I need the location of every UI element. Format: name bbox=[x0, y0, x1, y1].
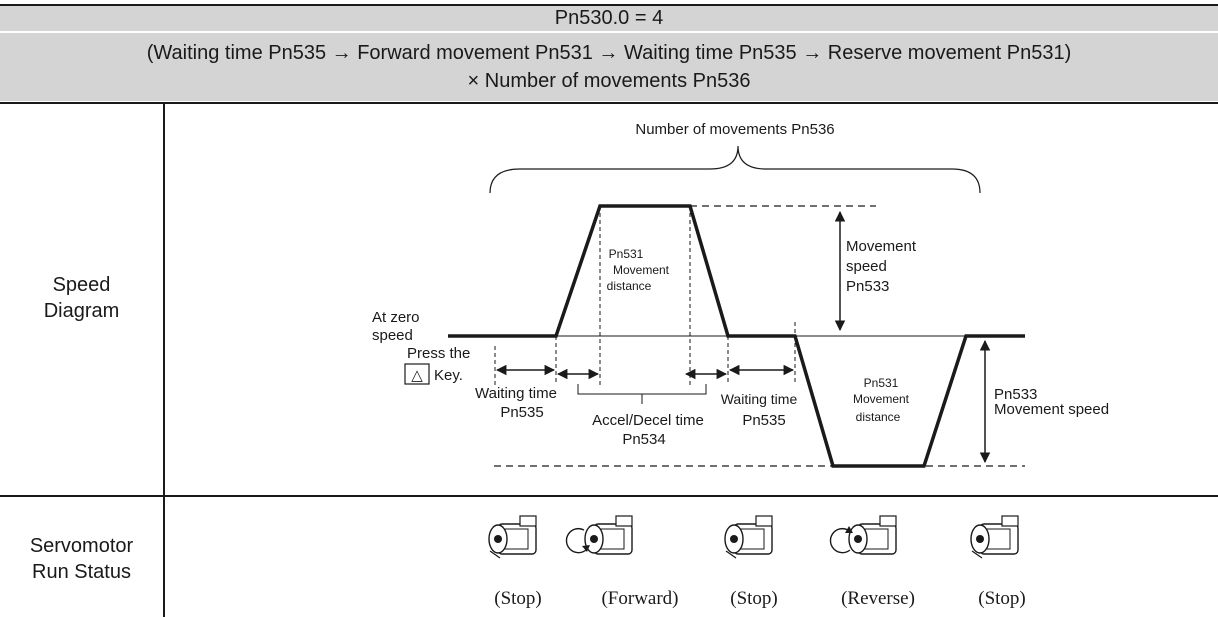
fwd-distance-line-1: Pn531 bbox=[609, 247, 644, 261]
accel-line-2: Pn534 bbox=[622, 431, 665, 448]
speed-diagram-label: Speed Diagram bbox=[43, 274, 120, 322]
status-label-reverse: (Reverse) bbox=[841, 588, 915, 609]
table-title: Pn530.0 = 4 bbox=[0, 6, 1218, 31]
status-label-forward: (Forward) bbox=[601, 588, 678, 609]
sequence-description: (Waiting time Pn535 → Forward movement P… bbox=[0, 33, 1218, 101]
up-key-symbol: △ bbox=[411, 367, 423, 384]
wait1-line-1: Waiting time bbox=[475, 385, 557, 402]
accel-line-1: Accel/Decel time bbox=[592, 412, 704, 429]
sequence-line-2: × Number of movements Pn536 bbox=[467, 70, 751, 92]
rev-distance-line-3: distance bbox=[856, 410, 901, 424]
press-the-label: Press the bbox=[407, 345, 470, 362]
fwd-distance-line-2: Movement bbox=[613, 263, 670, 277]
key-label: Key. bbox=[434, 367, 463, 384]
servomotor-icon bbox=[724, 515, 773, 559]
wait1-line-2: Pn535 bbox=[500, 404, 543, 421]
at-zero-line-2: speed bbox=[372, 327, 413, 344]
wait2-line-2: Pn535 bbox=[742, 412, 785, 429]
status-label-stop: (Stop) bbox=[730, 588, 778, 609]
sequence-line-1: (Waiting time Pn535 → Forward movement P… bbox=[146, 42, 1072, 64]
speed-up-line-2: speed bbox=[846, 258, 887, 275]
row-divider bbox=[0, 495, 1218, 497]
speed-down-line-1: Pn533 bbox=[994, 386, 1037, 403]
servomotor-icon bbox=[970, 515, 1019, 559]
run-status-label: Servomotor Run Status bbox=[29, 535, 134, 583]
speed-down-line-2: Movement speed bbox=[994, 401, 1109, 418]
rev-distance-line-1: Pn531 bbox=[864, 376, 899, 390]
servomotor-forward-icon bbox=[565, 515, 633, 555]
movements-brace bbox=[489, 145, 981, 194]
up-key-icon bbox=[404, 363, 430, 385]
rev-distance-line-2: Movement bbox=[853, 392, 910, 406]
at-zero-line-1: At zero bbox=[372, 309, 420, 326]
wait2-line-1: Waiting time bbox=[721, 391, 798, 407]
speed-up-line-1: Movement bbox=[846, 238, 917, 255]
servomotor-reverse-icon bbox=[829, 515, 897, 555]
accel-bracket bbox=[577, 384, 707, 395]
table-top-border bbox=[0, 4, 1218, 6]
fwd-distance-line-3: distance bbox=[607, 279, 652, 293]
header-divider bbox=[0, 102, 1218, 104]
label-column-divider bbox=[163, 103, 165, 617]
speed-profile bbox=[448, 204, 1025, 468]
status-label-stop: (Stop) bbox=[978, 588, 1026, 609]
servomotor-icon bbox=[488, 515, 537, 559]
status-label-stop: (Stop) bbox=[494, 588, 542, 609]
speed-up-line-3: Pn533 bbox=[846, 278, 889, 295]
number-of-movements-label: Number of movements Pn536 bbox=[635, 121, 834, 138]
